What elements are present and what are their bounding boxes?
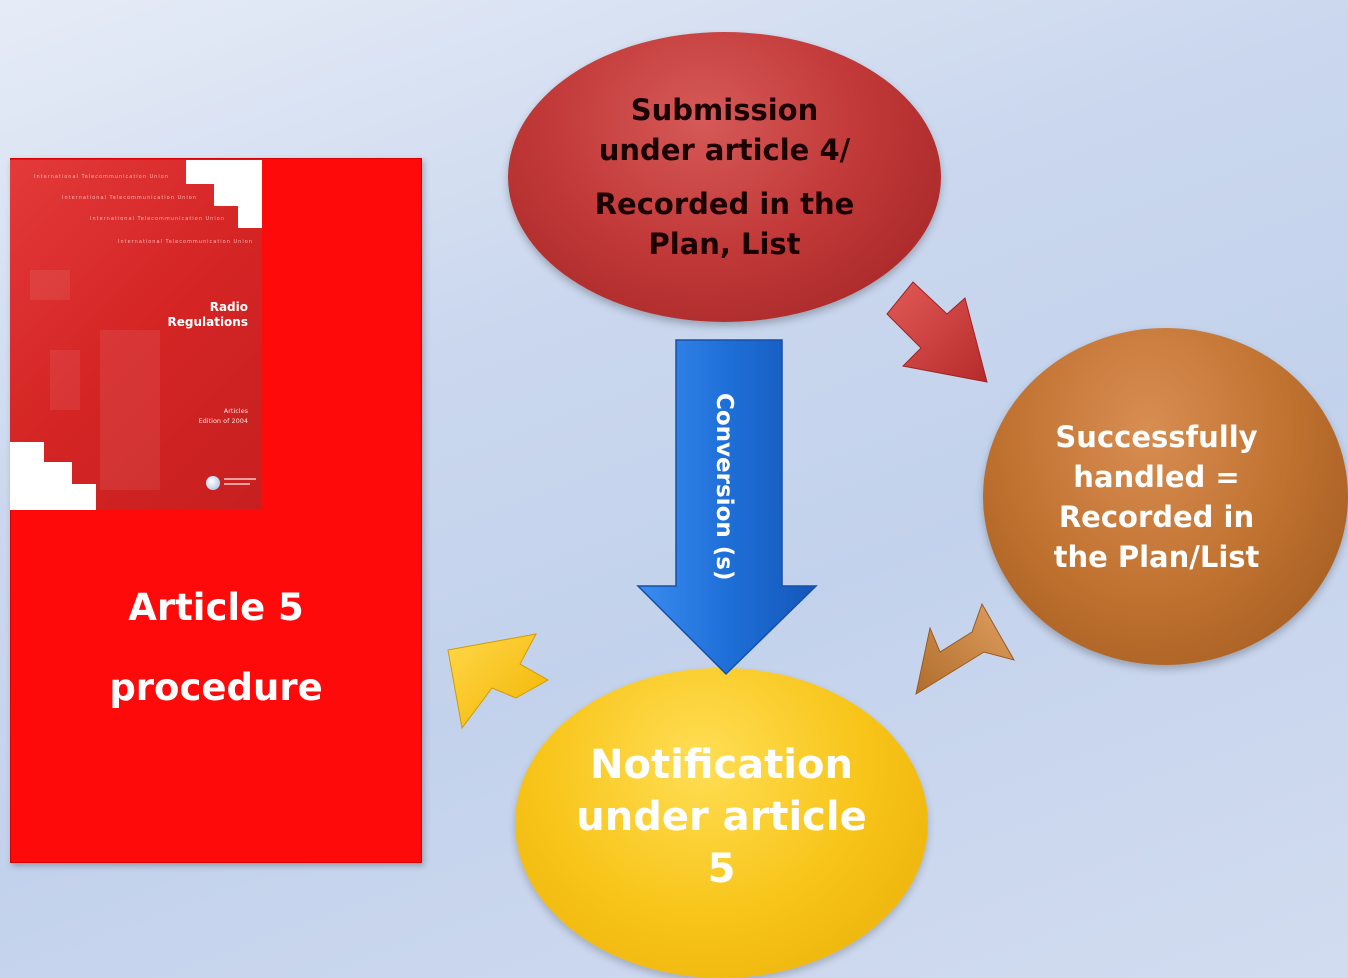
orange-arrow-shape xyxy=(915,602,1016,696)
notification-to-article5-arrow xyxy=(447,633,550,730)
cover-step-block xyxy=(10,442,44,510)
cover-org-line: International Telecommunication Union xyxy=(34,174,169,180)
success-to-notification-arrow xyxy=(915,602,1016,696)
conversion-arrow-shape xyxy=(636,339,818,676)
submission-line2: under article 4/ xyxy=(598,133,851,167)
panel-title-line1: Article 5 xyxy=(128,586,304,629)
cover-org-line: International Telecommunication Union xyxy=(62,195,197,201)
submission-line3: Recorded in the xyxy=(594,187,855,221)
submission-to-success-arrow xyxy=(886,281,988,383)
logo-text-line xyxy=(224,478,256,480)
cover-step-block xyxy=(72,484,96,510)
success-line2: handled = xyxy=(1073,459,1240,494)
success-line3: Recorded in xyxy=(1058,499,1255,534)
panel-title: Article 5 procedure xyxy=(10,568,422,728)
cover-subtitle: Articles Edition of 2004 xyxy=(199,406,248,426)
cover-title-line: Regulations xyxy=(167,315,248,329)
submission-line4: Plan, List xyxy=(648,227,801,261)
cover-step-block xyxy=(44,462,72,510)
notification-line2: under article xyxy=(576,794,867,840)
cover-articles-label: Articles xyxy=(223,407,248,415)
radio-regulations-book-cover: International Telecommunication Union In… xyxy=(10,160,262,510)
cover-title: Radio Regulations xyxy=(128,300,248,330)
success-line4: the Plan/List xyxy=(1053,539,1260,574)
cover-edition-label: Edition of 2004 xyxy=(198,417,248,425)
cover-number-shape xyxy=(30,270,70,300)
conversion-arrow xyxy=(636,339,818,676)
cover-org-line: International Telecommunication Union xyxy=(90,216,225,222)
cover-title-line: Radio xyxy=(209,300,248,314)
logo-text-line xyxy=(224,483,250,485)
submission-node: Submission under article 4/ Recorded in … xyxy=(508,32,941,322)
success-node: Successfully handled = Recorded in the P… xyxy=(983,328,1348,665)
cover-step-block xyxy=(186,160,262,184)
red-arrow-shape xyxy=(886,281,988,383)
itu-logo-icon xyxy=(206,476,220,490)
cover-number-shape xyxy=(100,330,160,490)
conversion-label: Conversion (s) xyxy=(711,393,737,581)
cover-org-line: International Telecommunication Union xyxy=(118,239,253,245)
cover-number-shape xyxy=(50,350,80,410)
yellow-arrow-shape xyxy=(447,633,550,730)
submission-line1: Submission xyxy=(630,93,819,127)
cover-step-block xyxy=(214,184,262,206)
panel-title-line2: procedure xyxy=(109,666,323,709)
cover-step-block xyxy=(238,206,262,228)
notification-node: Notification under article 5 xyxy=(515,668,928,978)
notification-line3: 5 xyxy=(707,846,736,892)
notification-line1: Notification xyxy=(590,742,853,788)
success-line1: Successfully xyxy=(1055,419,1258,454)
